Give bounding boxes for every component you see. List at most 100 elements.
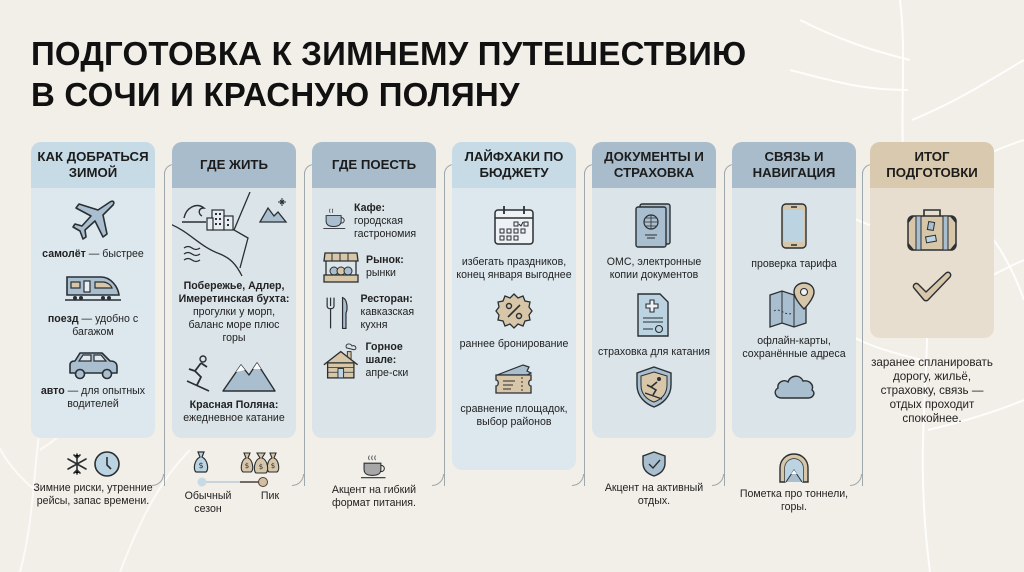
card-where-to-stay: ГДЕ ЖИТЬ Побережье, Адлер, Имеретинская … <box>172 142 296 438</box>
card-connectivity-navigation: СВЯЗЬ И НАВИГАЦИЯ проверка тарифа офлайн… <box>732 142 856 438</box>
card-header: ГДЕ ЖИТЬ <box>172 142 296 188</box>
card-documents-footer: Акцент на активный отдых. <box>592 450 716 508</box>
clock-icon <box>94 451 120 477</box>
option-car-bold: авто <box>40 385 65 397</box>
money-bag-icon: $ <box>193 451 209 473</box>
option-polyana-text: ежедневное катание <box>183 412 285 424</box>
fork-knife-icon <box>326 296 348 330</box>
card-budget-tips: ЛАЙФХАКИ ПО БЮДЖЕТУ избегать праздников,… <box>452 142 576 470</box>
tip-early-booking-text: раннее бронирование <box>459 338 569 350</box>
option-cafe-bold: Кафе: <box>353 202 386 214</box>
option-cafe: Кафе:городская гастрономия <box>316 202 432 241</box>
option-coast: Побережье, Адлер, Имеретинская бухта:про… <box>172 192 292 345</box>
connectivity-note: Пометка про тоннели, горы. <box>739 488 849 513</box>
option-restaurant-text: кавказская кухня <box>360 306 415 331</box>
page-title-line-1: ПОДГОТОВКА К ЗИМНЕМУ ПУТЕШЕСТВИЮ <box>31 35 747 72</box>
bracket-line <box>444 164 455 486</box>
bracket-curve <box>292 474 304 486</box>
option-chalet-text: апре-ски <box>365 367 409 379</box>
nav-plan-check-text: проверка тарифа <box>751 258 837 270</box>
tip-avoid-holidays: избегать праздников, конец января выгодн… <box>456 204 572 282</box>
card-header: ДОКУМЕНТЫ И СТРАХОВКА <box>592 142 716 188</box>
doc-insurance: страховка для катания <box>596 292 712 359</box>
option-car: авто — для опытных водителей <box>35 349 151 411</box>
doc-insurance-text: страховка для катания <box>597 346 711 358</box>
cloud-icon <box>774 375 815 399</box>
card-getting-there: КАК ДОБРАТЬСЯ ЗИМОЙ самолёт — быстрее по… <box>31 142 155 438</box>
option-chalet: Горное шале:апре-ски <box>316 341 432 381</box>
card-header: КАК ДОБРАТЬСЯ ЗИМОЙ <box>31 142 155 188</box>
bracket-line <box>304 164 315 486</box>
card-header: СВЯЗЬ И НАВИГАЦИЯ <box>732 142 856 188</box>
chalet-icon <box>323 343 359 379</box>
page-title-line-2: В СОЧИ И КРАСНУЮ ПОЛЯНУ <box>31 76 520 113</box>
svg-text:$: $ <box>245 462 249 470</box>
bracket-line <box>862 164 873 486</box>
option-plane-text: — быстрее <box>85 248 144 260</box>
card-header: ГДЕ ПОЕСТЬ <box>312 142 436 188</box>
option-train-bold: поезд <box>47 313 79 325</box>
option-train: поезд — удобно с багажом <box>35 273 151 339</box>
season-scale <box>197 477 268 487</box>
checkmark-icon <box>912 271 952 302</box>
car-icon <box>69 352 118 380</box>
doc-oms: ОМС, электронные копии документов <box>596 202 712 282</box>
doc-oms-text: ОМС, электронные копии документов <box>606 256 702 281</box>
page-title: ПОДГОТОВКА К ЗИМНЕМУ ПУТЕШЕСТВИЮ В СОЧИ … <box>31 33 746 115</box>
insurance-doc-icon <box>637 293 669 337</box>
card-header: ИТОГ ПОДГОТОВКИ <box>870 142 994 188</box>
card-getting-there-footer: Зимние риски, утренние рейсы, запас врем… <box>31 450 155 508</box>
snowflake-icon <box>67 453 87 475</box>
passport-icon <box>635 203 671 248</box>
shield-check-icon <box>642 451 666 477</box>
nav-cloud <box>736 371 852 401</box>
market-stall-icon <box>323 252 359 283</box>
ticket-icon <box>495 364 533 394</box>
nav-offline-maps-text: офлайн-карты, сохранённые адреса <box>742 335 846 360</box>
season-peak-label: Пик <box>260 490 280 502</box>
card-where-to-eat: ГДЕ ПОЕСТЬ Кафе:городская гастрономия Ры… <box>312 142 436 438</box>
getting-there-note: Зимние риски, утренние рейсы, запас врем… <box>33 482 153 507</box>
doc-ski-shield <box>596 365 712 409</box>
option-coast-bold: Побережье, Адлер, Имеретинская бухта: <box>178 280 290 305</box>
coffee-cup-icon <box>323 208 346 230</box>
card-summary: ИТОГ ПОДГОТОВКИ <box>870 142 994 338</box>
option-plane-bold: самолёт <box>42 248 86 260</box>
option-restaurant: Ресторан:кавказская кухня <box>316 293 432 333</box>
documents-note: Акцент на активный отдых. <box>604 482 704 507</box>
option-market: Рынок:рынки <box>316 249 432 285</box>
option-train-text: — удобно с багажом <box>72 313 139 338</box>
train-icon <box>65 276 121 301</box>
tunnel-icon <box>779 453 809 483</box>
calendar-icon <box>494 206 534 245</box>
nav-offline-maps: офлайн-карты, сохранённые адреса <box>736 281 852 361</box>
money-bags-icon: $$$ <box>240 452 280 474</box>
card-where-to-eat-footer: Акцент на гибкий формат питания. <box>312 454 436 510</box>
suitcase-icon <box>907 209 957 251</box>
summary-suitcase <box>874 206 990 252</box>
discount-badge-icon <box>495 293 533 329</box>
tip-compare-platforms-text: сравнение площадок, выбор районов <box>460 403 568 428</box>
airplane-icon <box>72 200 115 240</box>
ski-mountains-icon <box>186 355 276 392</box>
bracket-line <box>164 164 175 486</box>
bracket-curve <box>572 474 584 486</box>
bracket-line <box>584 164 595 486</box>
summary-note: заранее спланировать дорогу, жильё, стра… <box>871 356 993 425</box>
option-chalet-bold: Горное шале: <box>365 341 403 366</box>
option-market-bold: Рынок: <box>366 254 404 266</box>
option-market-text: рынки <box>366 267 396 279</box>
tip-compare-platforms: сравнение площадок, выбор районов <box>456 361 572 429</box>
coffee-cup-icon <box>361 455 386 479</box>
map-pin-icon <box>769 282 815 328</box>
option-cafe-text: городская гастрономия <box>353 215 417 240</box>
svg-text:$: $ <box>259 463 263 471</box>
tip-avoid-holidays-text: избегать праздников, конец января выгодн… <box>456 256 572 281</box>
option-coast-text: прогулки у морп, баланс море плюс горы <box>188 306 280 344</box>
summary-check <box>874 270 990 304</box>
card-documents-insurance: ДОКУМЕНТЫ И СТРАХОВКА ОМС, электронные к… <box>592 142 716 438</box>
where-to-eat-note: Акцент на гибкий формат питания. <box>331 484 417 509</box>
option-plane: самолёт — быстрее <box>35 198 151 261</box>
ski-shield-icon <box>636 366 672 408</box>
smartphone-icon <box>781 203 807 249</box>
